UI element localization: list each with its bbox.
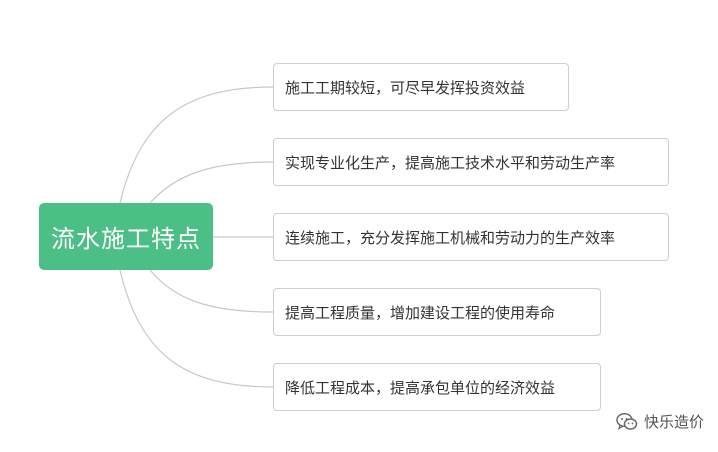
branch-node[interactable]: 施工工期较短，可尽早发挥投资效益 bbox=[273, 63, 569, 111]
connector-branch-4 bbox=[119, 269, 274, 388]
branch-node[interactable]: 实现专业化生产，提高施工技术水平和劳动生产率 bbox=[273, 138, 669, 186]
branch-label: 施工工期较短，可尽早发挥投资效益 bbox=[285, 78, 526, 97]
watermark: 快乐造价 bbox=[616, 411, 704, 432]
branch-node[interactable]: 降低工程成本，提高承包单位的经济效益 bbox=[273, 363, 601, 411]
branch-label: 实现专业化生产，提高施工技术水平和劳动生产率 bbox=[285, 153, 616, 172]
connector-branch-0 bbox=[119, 86, 274, 204]
branch-label: 连续施工，充分发挥施工机械和劳动力的生产效率 bbox=[285, 228, 616, 247]
branch-node[interactable]: 连续施工，充分发挥施工机械和劳动力的生产效率 bbox=[273, 213, 669, 261]
branch-label: 降低工程成本，提高承包单位的经济效益 bbox=[285, 378, 556, 397]
branch-label: 提高工程质量，增加建设工程的使用寿命 bbox=[285, 303, 556, 322]
wechat-icon bbox=[616, 412, 638, 432]
branch-node[interactable]: 提高工程质量，增加建设工程的使用寿命 bbox=[273, 288, 601, 336]
connector-branch-3 bbox=[149, 269, 274, 313]
connector-branch-1 bbox=[149, 161, 274, 204]
watermark-text: 快乐造价 bbox=[643, 413, 704, 431]
root-node[interactable]: 流水施工特点 bbox=[39, 203, 213, 270]
